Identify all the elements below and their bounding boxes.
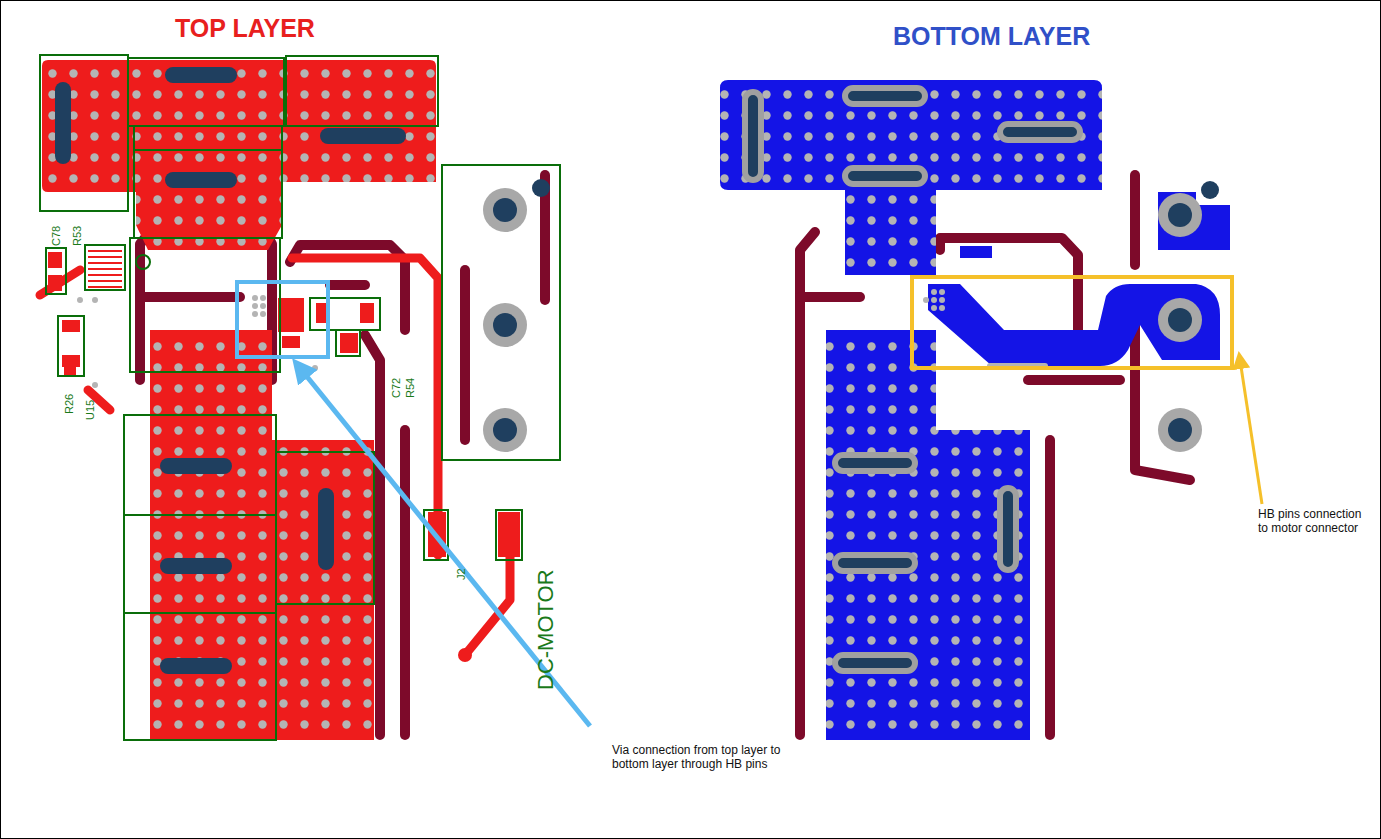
layer-heading: BOTTOM LAYER	[893, 22, 1090, 51]
connector-name: DC-MOTOR	[533, 569, 558, 690]
component-ref: R26	[63, 394, 76, 414]
layer-heading: TOP LAYER	[175, 14, 315, 43]
callout-note: Via connection from top layer to bottom …	[612, 744, 788, 772]
component-ref: R54	[404, 378, 417, 398]
component-ref: C72	[390, 378, 403, 398]
component-ref: U15	[84, 400, 97, 420]
component-ref: R53	[71, 226, 84, 246]
component-ref: C78	[50, 226, 63, 246]
top-layer	[40, 55, 590, 740]
callout-note: HB pins connection to motor connector	[1258, 508, 1370, 536]
component-ref: J2	[455, 568, 468, 580]
bottom-layer	[720, 80, 1262, 740]
